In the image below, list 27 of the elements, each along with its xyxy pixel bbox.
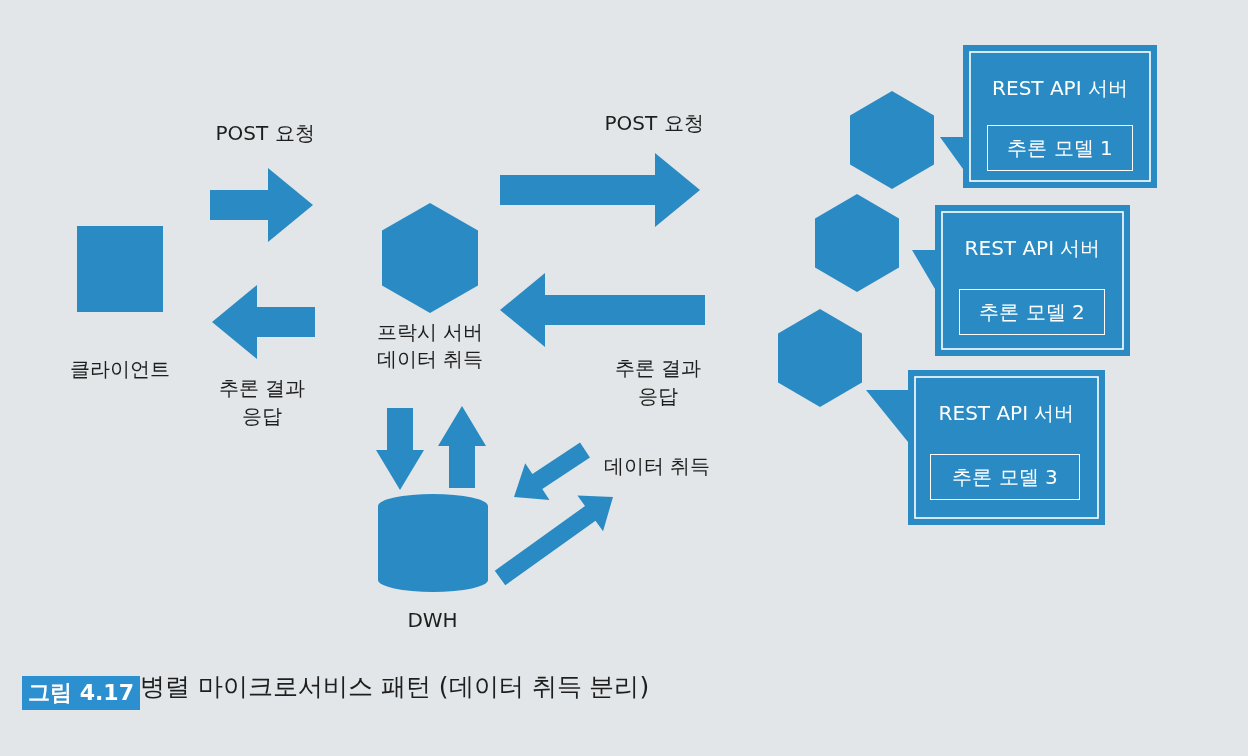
server-title: REST API 서버: [938, 401, 1075, 425]
server-title: REST API 서버: [964, 236, 1101, 260]
hexagon-node: [778, 309, 862, 407]
block-arrow: [494, 495, 613, 586]
server-title: REST API 서버: [992, 76, 1128, 100]
figure-number: 그림 4.17: [22, 676, 140, 710]
node-label: 클라이언트: [70, 356, 170, 383]
edge-label: 추론 결과 응답: [217, 375, 307, 430]
hexagon-node: [850, 91, 934, 189]
node-label: 프락시 서버 데이터 취득: [375, 319, 485, 373]
edge-label: POST 요청: [603, 110, 705, 137]
edge-label: 데이터 취득: [602, 453, 712, 480]
node-label: DWH: [407, 608, 458, 632]
model-box: 추론 모델 3: [930, 454, 1080, 500]
block-arrow: [376, 408, 424, 490]
caption-text: 병렬 마이크로서비스 패턴 (데이터 취득 분리): [140, 671, 650, 703]
edge-label: 추론 결과 응답: [613, 355, 703, 410]
edge-label: POST 요청: [214, 120, 316, 147]
block-arrow: [212, 285, 315, 359]
hexagon-node: [815, 194, 899, 292]
block-arrow: [500, 153, 700, 227]
block-arrow: [500, 273, 705, 347]
block-arrow: [210, 168, 313, 242]
model-box: 추론 모델 2: [959, 289, 1105, 335]
block-arrow: [514, 442, 590, 500]
model-box: 추론 모델 1: [987, 125, 1133, 171]
block-arrow: [438, 406, 486, 488]
